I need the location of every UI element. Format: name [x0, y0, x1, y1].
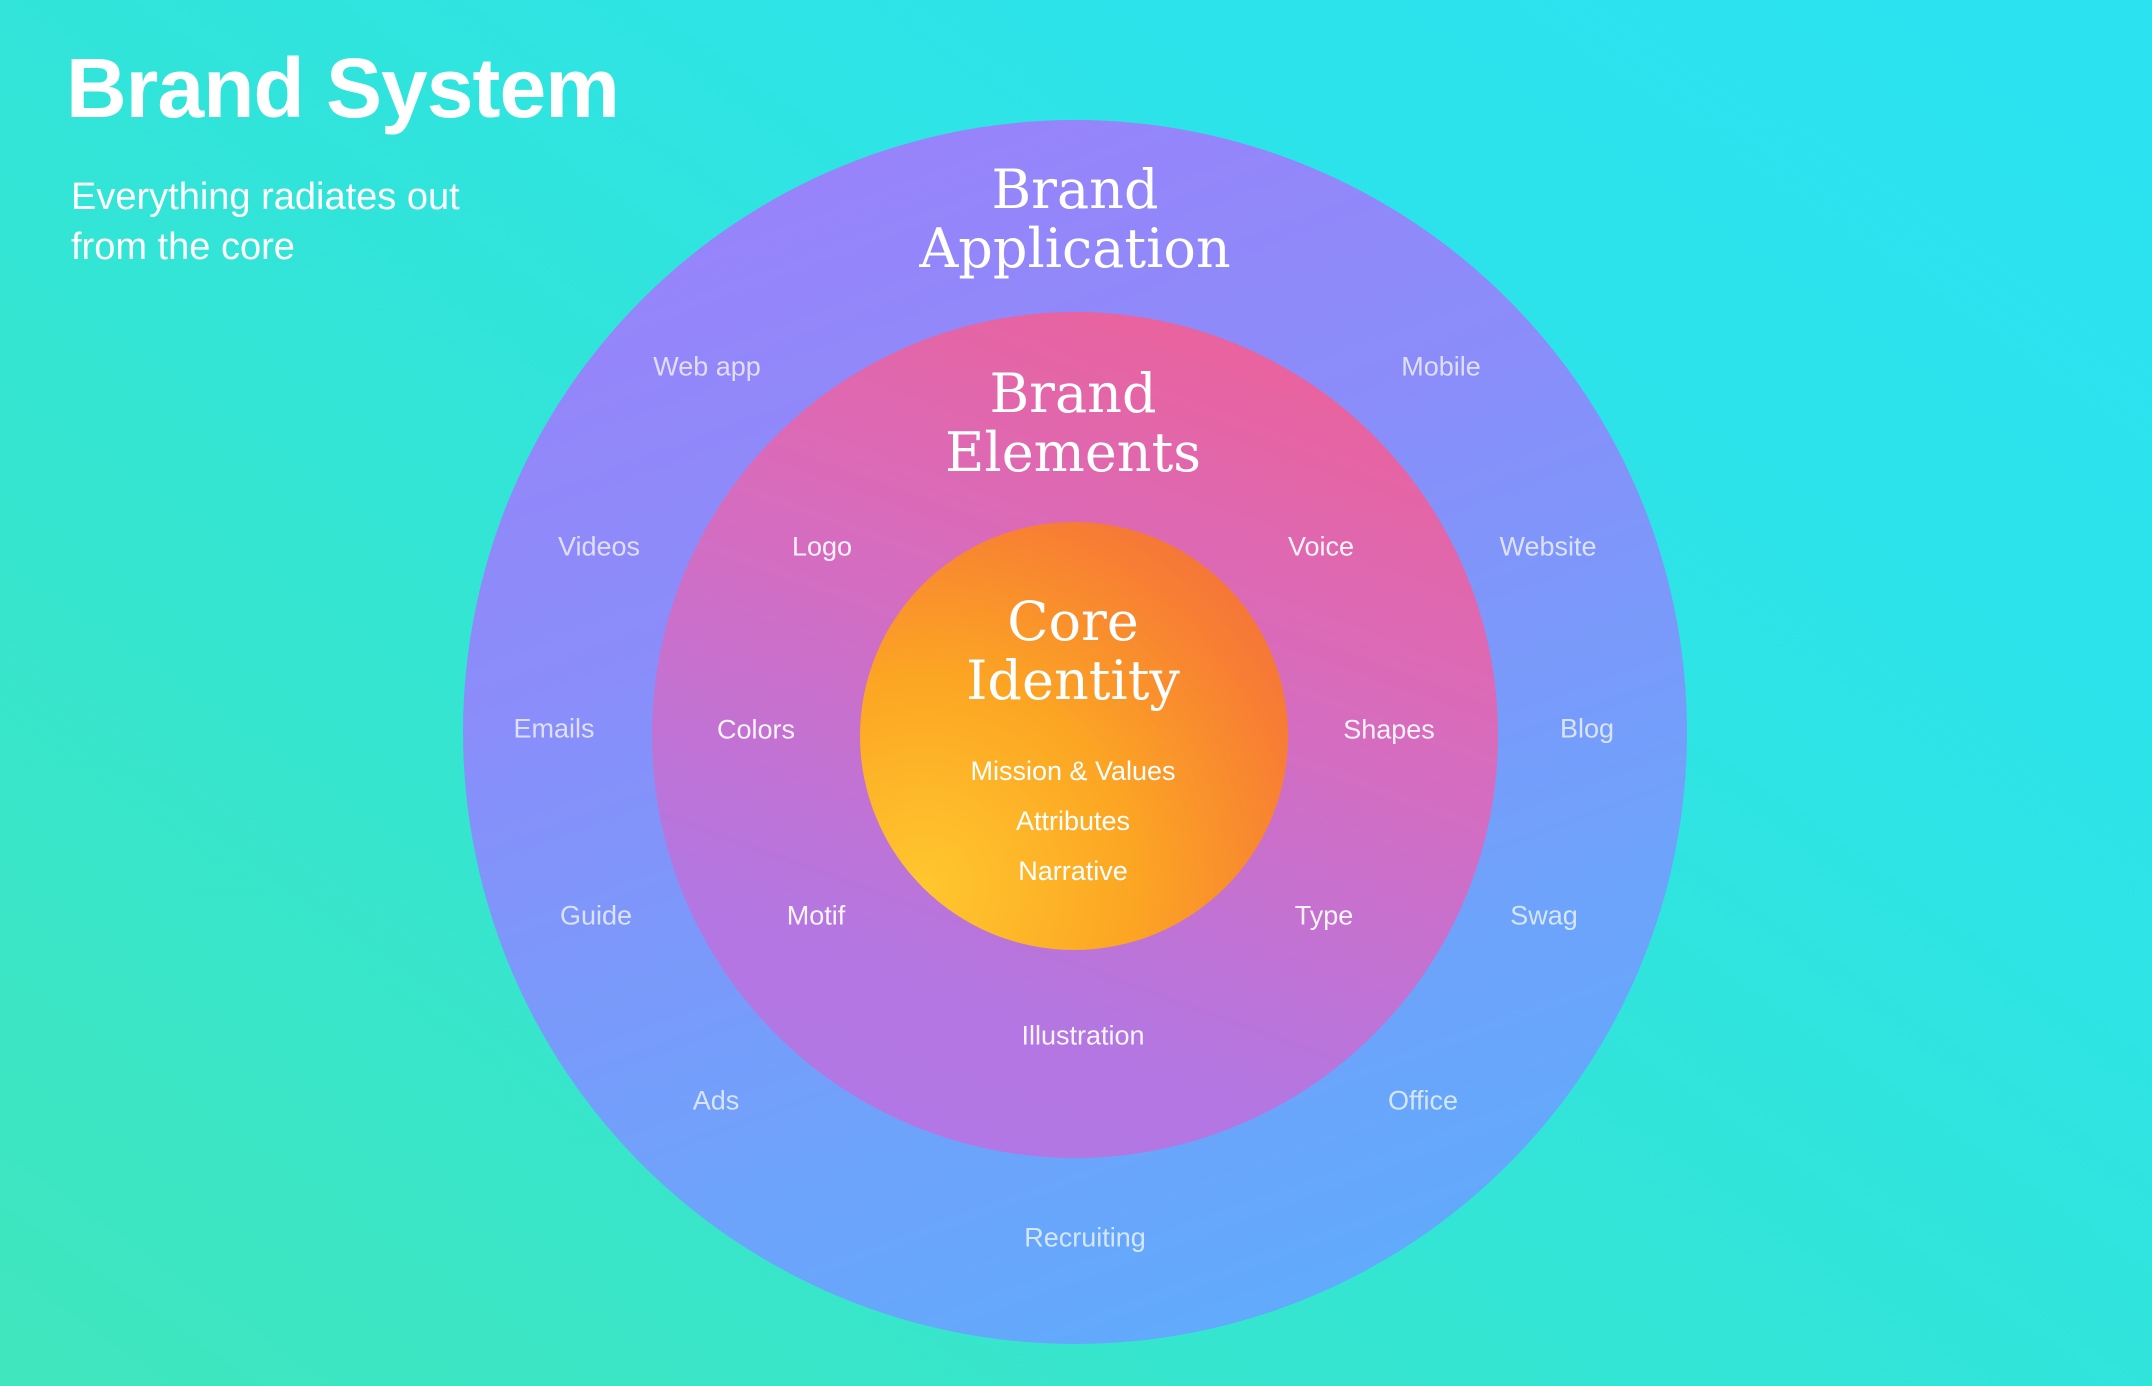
element-item-illustration: Illustration	[1021, 1020, 1145, 1051]
subtitle-line-2: from the core	[71, 226, 295, 268]
application-item-ads: Ads	[692, 1085, 740, 1116]
core-identity-title: Core Identity	[966, 592, 1180, 711]
brand-application-title-line-1: Brand	[991, 158, 1159, 221]
application-item-recruiting: Recruiting	[1024, 1222, 1146, 1253]
application-item-office: Office	[1387, 1085, 1459, 1116]
core-item-attributes: Attributes	[1015, 806, 1131, 836]
application-item-blog: Blog	[1559, 713, 1615, 744]
element-item-voice: Voice	[1287, 531, 1355, 562]
brand-elements-title: Brand Elements	[945, 364, 1201, 483]
application-item-website: Website	[1499, 531, 1597, 562]
element-item-colors: Colors	[716, 714, 796, 745]
core-identity-title-line-2: Identity	[966, 649, 1180, 713]
application-item-videos: Videos	[557, 531, 641, 562]
application-item-swag: Swag	[1510, 900, 1578, 931]
application-item-guide: Guide	[559, 900, 633, 931]
core-identity-items: Mission & Values Attributes Narrative	[970, 746, 1175, 896]
application-item-mobile: Mobile	[1401, 351, 1481, 382]
page-title: Brand System	[66, 41, 620, 135]
application-item-web-app: Web app	[653, 351, 761, 382]
core-item-mission-values: Mission & Values	[970, 756, 1176, 786]
brand-application-title-line-2: Application	[919, 217, 1231, 281]
application-item-emails: Emails	[513, 713, 595, 744]
brand-application-title: Brand Application	[919, 160, 1230, 279]
element-item-motif: Motif	[786, 900, 846, 931]
element-item-type: Type	[1294, 900, 1354, 931]
brand-elements-title-line-1: Brand	[989, 362, 1157, 425]
element-item-logo: Logo	[791, 531, 853, 562]
brand-elements-title-line-2: Elements	[945, 421, 1201, 485]
core-identity-title-line-1: Core	[1007, 590, 1139, 653]
core-identity-circle	[860, 522, 1288, 950]
core-item-narrative: Narrative	[1018, 856, 1128, 886]
subtitle-line-1: Everything radiates out	[71, 176, 460, 218]
element-item-shapes: Shapes	[1343, 714, 1435, 745]
page-subtitle: Everything radiates out from the core	[71, 172, 460, 272]
